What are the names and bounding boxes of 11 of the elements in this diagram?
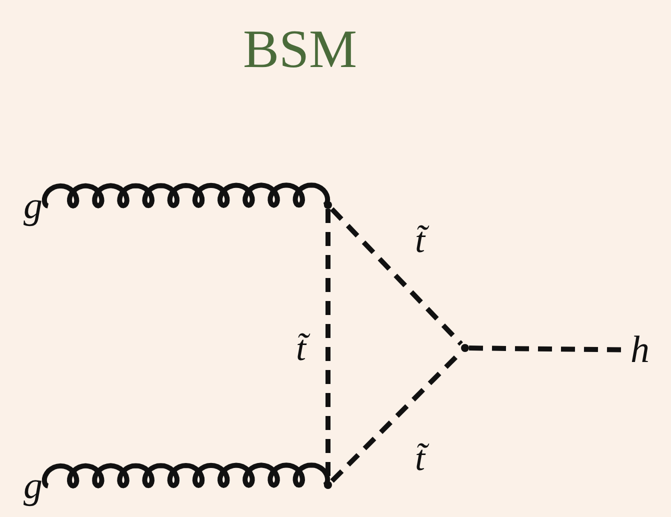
dashed-line bbox=[330, 207, 463, 346]
particle-label: h bbox=[622, 330, 658, 370]
coiled-line bbox=[42, 182, 330, 209]
vertex-dot bbox=[461, 344, 469, 352]
dashed-line bbox=[468, 346, 622, 352]
particle-label: g bbox=[18, 186, 48, 226]
vertex-dot bbox=[324, 201, 332, 209]
vertex-dot bbox=[324, 481, 332, 489]
particle-label: g bbox=[18, 466, 48, 506]
coiled-line bbox=[42, 462, 330, 489]
title: BSM bbox=[242, 18, 358, 80]
